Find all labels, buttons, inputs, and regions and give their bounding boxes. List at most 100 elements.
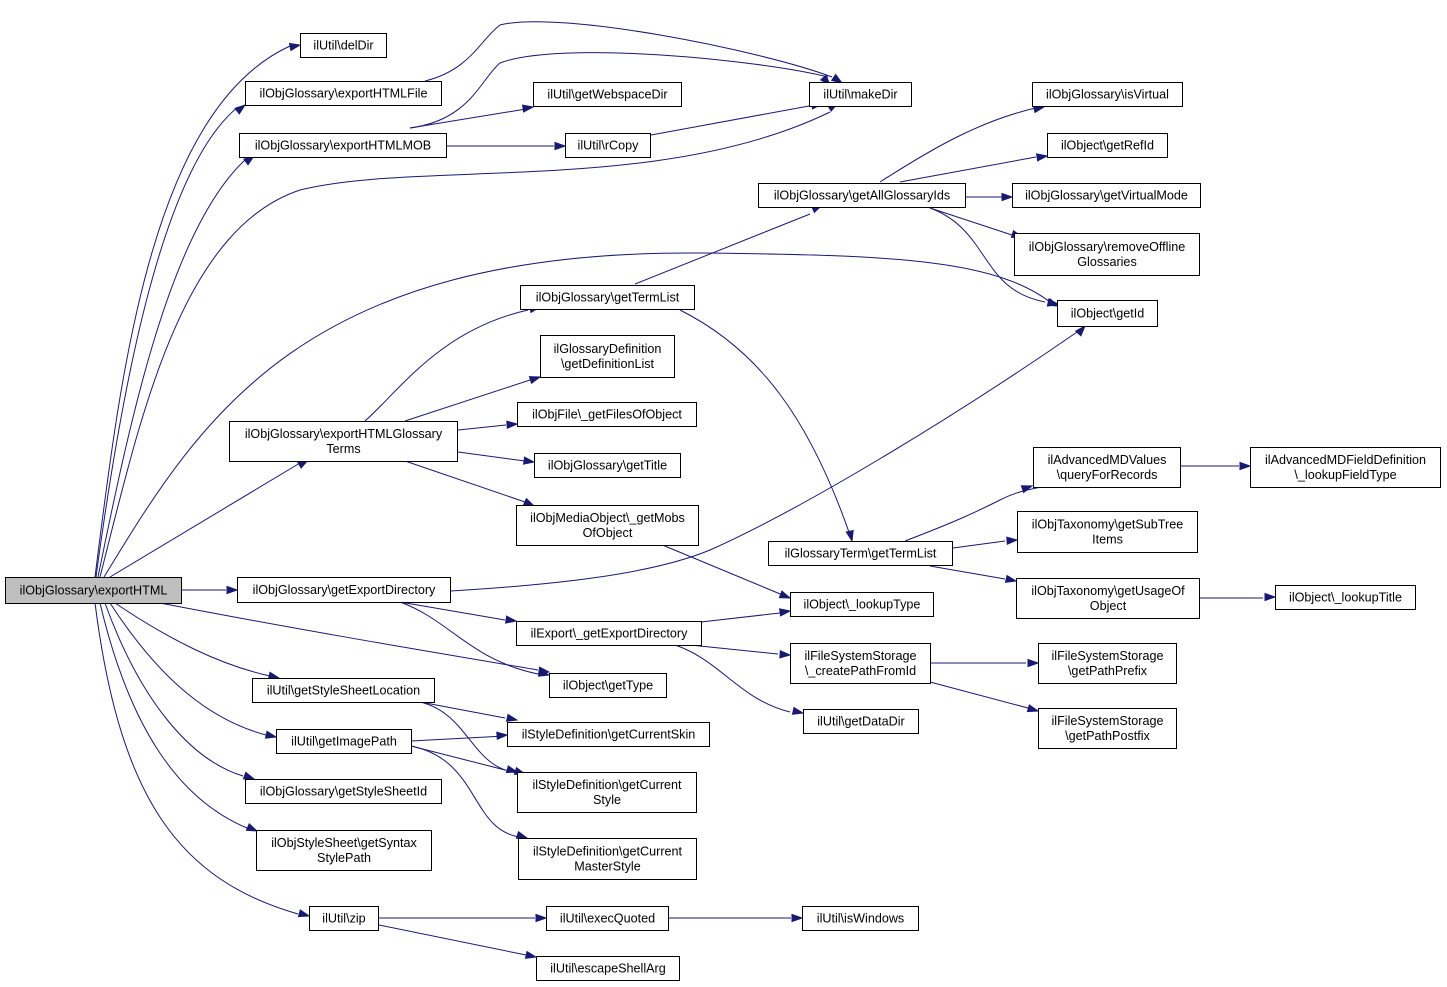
graph-node-queryForRecords[interactable]: ilAdvancedMDValues\queryForRecords [1033, 447, 1181, 488]
graph-node-getPathPrefix[interactable]: ilFileSystemStorage\getPathPrefix [1038, 643, 1177, 684]
graph-node-lookupType[interactable]: ilObject\_lookupType [790, 592, 934, 617]
edge-arrowhead [845, 529, 854, 543]
node-box [533, 82, 682, 107]
graph-node-exportHTMLFile[interactable]: ilObjGlossary\exportHTMLFile [245, 81, 442, 106]
node-label: ilObjTaxonomy\getUsageOf [1031, 584, 1185, 598]
graph-node-getPathPostfix[interactable]: ilFileSystemStorage\getPathPostfix [1038, 708, 1177, 749]
edge-arrowhead [505, 713, 519, 722]
edge-arrowhead [791, 913, 804, 923]
edge-arrowhead [297, 909, 311, 918]
graph-node-zip[interactable]: ilUtil\zip [309, 906, 379, 931]
edge [104, 602, 244, 777]
graph-node-exportGetExportDirectory[interactable]: ilExport\_getExportDirectory [516, 621, 702, 646]
graph-node-getStyleSheetId[interactable]: ilObjGlossary\getStyleSheetId [245, 779, 442, 804]
graph-node-getType[interactable]: ilObject\getType [549, 673, 667, 698]
edge [399, 601, 506, 621]
graph-node-getImagePath[interactable]: ilUtil\getImagePath [276, 729, 412, 754]
graph-node-getFilesOfObject[interactable]: ilObjFile\_getFilesOfObject [517, 402, 697, 427]
node-label: ilAdvancedMDFieldDefinition [1265, 453, 1426, 467]
graph-node-isVirtual[interactable]: ilObjGlossary\isVirtual [1032, 82, 1183, 107]
edge-arrowhead [515, 830, 529, 839]
edge [404, 379, 531, 422]
node-box [1047, 133, 1168, 158]
node-label: OfObject [583, 526, 633, 540]
graph-node-isWindows[interactable]: ilUtil\isWindows [802, 906, 919, 931]
node-label: ilExport\_getExportDirectory [531, 627, 688, 641]
node-box [1057, 300, 1158, 327]
edge-arrowhead [496, 731, 509, 740]
edge [94, 45, 291, 578]
graph-node-exportHTMLMOB[interactable]: ilObjGlossary\exportHTMLMOB [239, 133, 447, 158]
node-label: Object [1090, 599, 1127, 613]
node-label: ilObjGlossary\isVirtual [1046, 88, 1169, 102]
node-label: ilGlossaryTerm\getTermList [785, 547, 937, 561]
graph-node-getTermList[interactable]: ilObjGlossary\getTermList [520, 285, 695, 310]
node-label: ilUtil\escapeShellArg [550, 962, 666, 976]
edge-arrowhead [535, 913, 548, 923]
edge-arrowhead [778, 590, 792, 599]
node-label: ilStyleDefinition\getCurrentSkin [522, 728, 696, 742]
edge-arrowhead [554, 141, 567, 151]
node-box [1033, 447, 1181, 488]
edge [94, 602, 299, 915]
graph-node-escapeShellArg[interactable]: ilUtil\escapeShellArg [536, 956, 680, 981]
node-label: ilObject\getType [563, 679, 653, 693]
node-label: ilFileSystemStorage [805, 649, 917, 663]
edge [689, 644, 779, 655]
graph-node-getWebspaceDir[interactable]: ilUtil\getWebspaceDir [533, 82, 682, 107]
graph-node-getDataDir[interactable]: ilUtil\getDataDir [803, 709, 919, 734]
graph-node-getAllGlossaryIds[interactable]: ilObjGlossary\getAllGlossaryIds [758, 183, 966, 208]
edge [929, 207, 1046, 303]
graph-node-lookupFieldType[interactable]: ilAdvancedMDFieldDefinition\_lookupField… [1250, 447, 1441, 488]
node-label: \queryForRecords [1057, 468, 1158, 482]
node-box [768, 541, 953, 566]
node-box [245, 81, 442, 106]
edge-arrowhead [524, 950, 538, 959]
graph-node-getVirtualMode[interactable]: ilObjGlossary\getVirtualMode [1012, 183, 1201, 208]
edge [457, 451, 526, 462]
node-label: ilObjTaxonomy\getSubTree [1032, 518, 1183, 532]
node-box [517, 772, 697, 813]
edge [409, 52, 829, 129]
node-label: ilUtil\rCopy [578, 139, 640, 153]
graph-node-createPathFromId[interactable]: ilFileSystemStorage\_createPathFromId [790, 643, 931, 684]
node-box [565, 133, 651, 158]
edge-arrowhead [522, 497, 536, 507]
node-label: Terms [326, 442, 360, 456]
graph-node-getStyleSheetLocation[interactable]: ilUtil\getStyleSheetLocation [252, 678, 435, 703]
edge-arrowhead [505, 765, 519, 774]
node-label: ilStyleDefinition\getCurrent [533, 845, 683, 859]
graph-node-termGetTermList[interactable]: ilGlossaryTerm\getTermList [768, 541, 953, 566]
node-label: ilObject\_lookupTitle [1289, 591, 1402, 605]
graph-node-delDir[interactable]: ilUtil\delDir [300, 33, 387, 58]
node-label: ilObjGlossary\getStyleSheetId [260, 785, 427, 799]
graph-node-getDefinitionList[interactable]: ilGlossaryDefinition\getDefinitionList [540, 335, 675, 378]
node-box [802, 906, 919, 931]
graph-node-getTitle[interactable]: ilObjGlossary\getTitle [534, 453, 681, 478]
node-label: ilObjGlossary\getVirtualMode [1025, 189, 1188, 203]
graph-node-lookupTitle[interactable]: ilObject\_lookupTitle [1275, 585, 1416, 610]
graph-node-getCurrentSkin[interactable]: ilStyleDefinition\getCurrentSkin [507, 722, 710, 747]
graph-node-rCopy[interactable]: ilUtil\rCopy [565, 133, 651, 158]
graph-node-execQuoted[interactable]: ilUtil\execQuoted [546, 906, 669, 931]
node-box [276, 729, 412, 754]
graph-node-getId[interactable]: ilObject\getId [1057, 300, 1158, 327]
edge [364, 309, 529, 422]
edge-arrowhead [1004, 574, 1018, 583]
graph-node-makeDir[interactable]: ilUtil\makeDir [809, 82, 912, 107]
graph-node-getExportDirectory[interactable]: ilObjGlossary\getExportDirectory [237, 577, 451, 603]
node-label: ilUtil\delDir [313, 39, 373, 53]
edge-arrowhead [1239, 461, 1252, 471]
node-label: ilUtil\getStyleSheetLocation [267, 684, 420, 698]
node-box [516, 621, 702, 646]
graph-node-exportHTML[interactable]: ilObjGlossary\exportHTML [5, 577, 182, 604]
graph-node-getRefId[interactable]: ilObject\getRefId [1047, 133, 1168, 158]
